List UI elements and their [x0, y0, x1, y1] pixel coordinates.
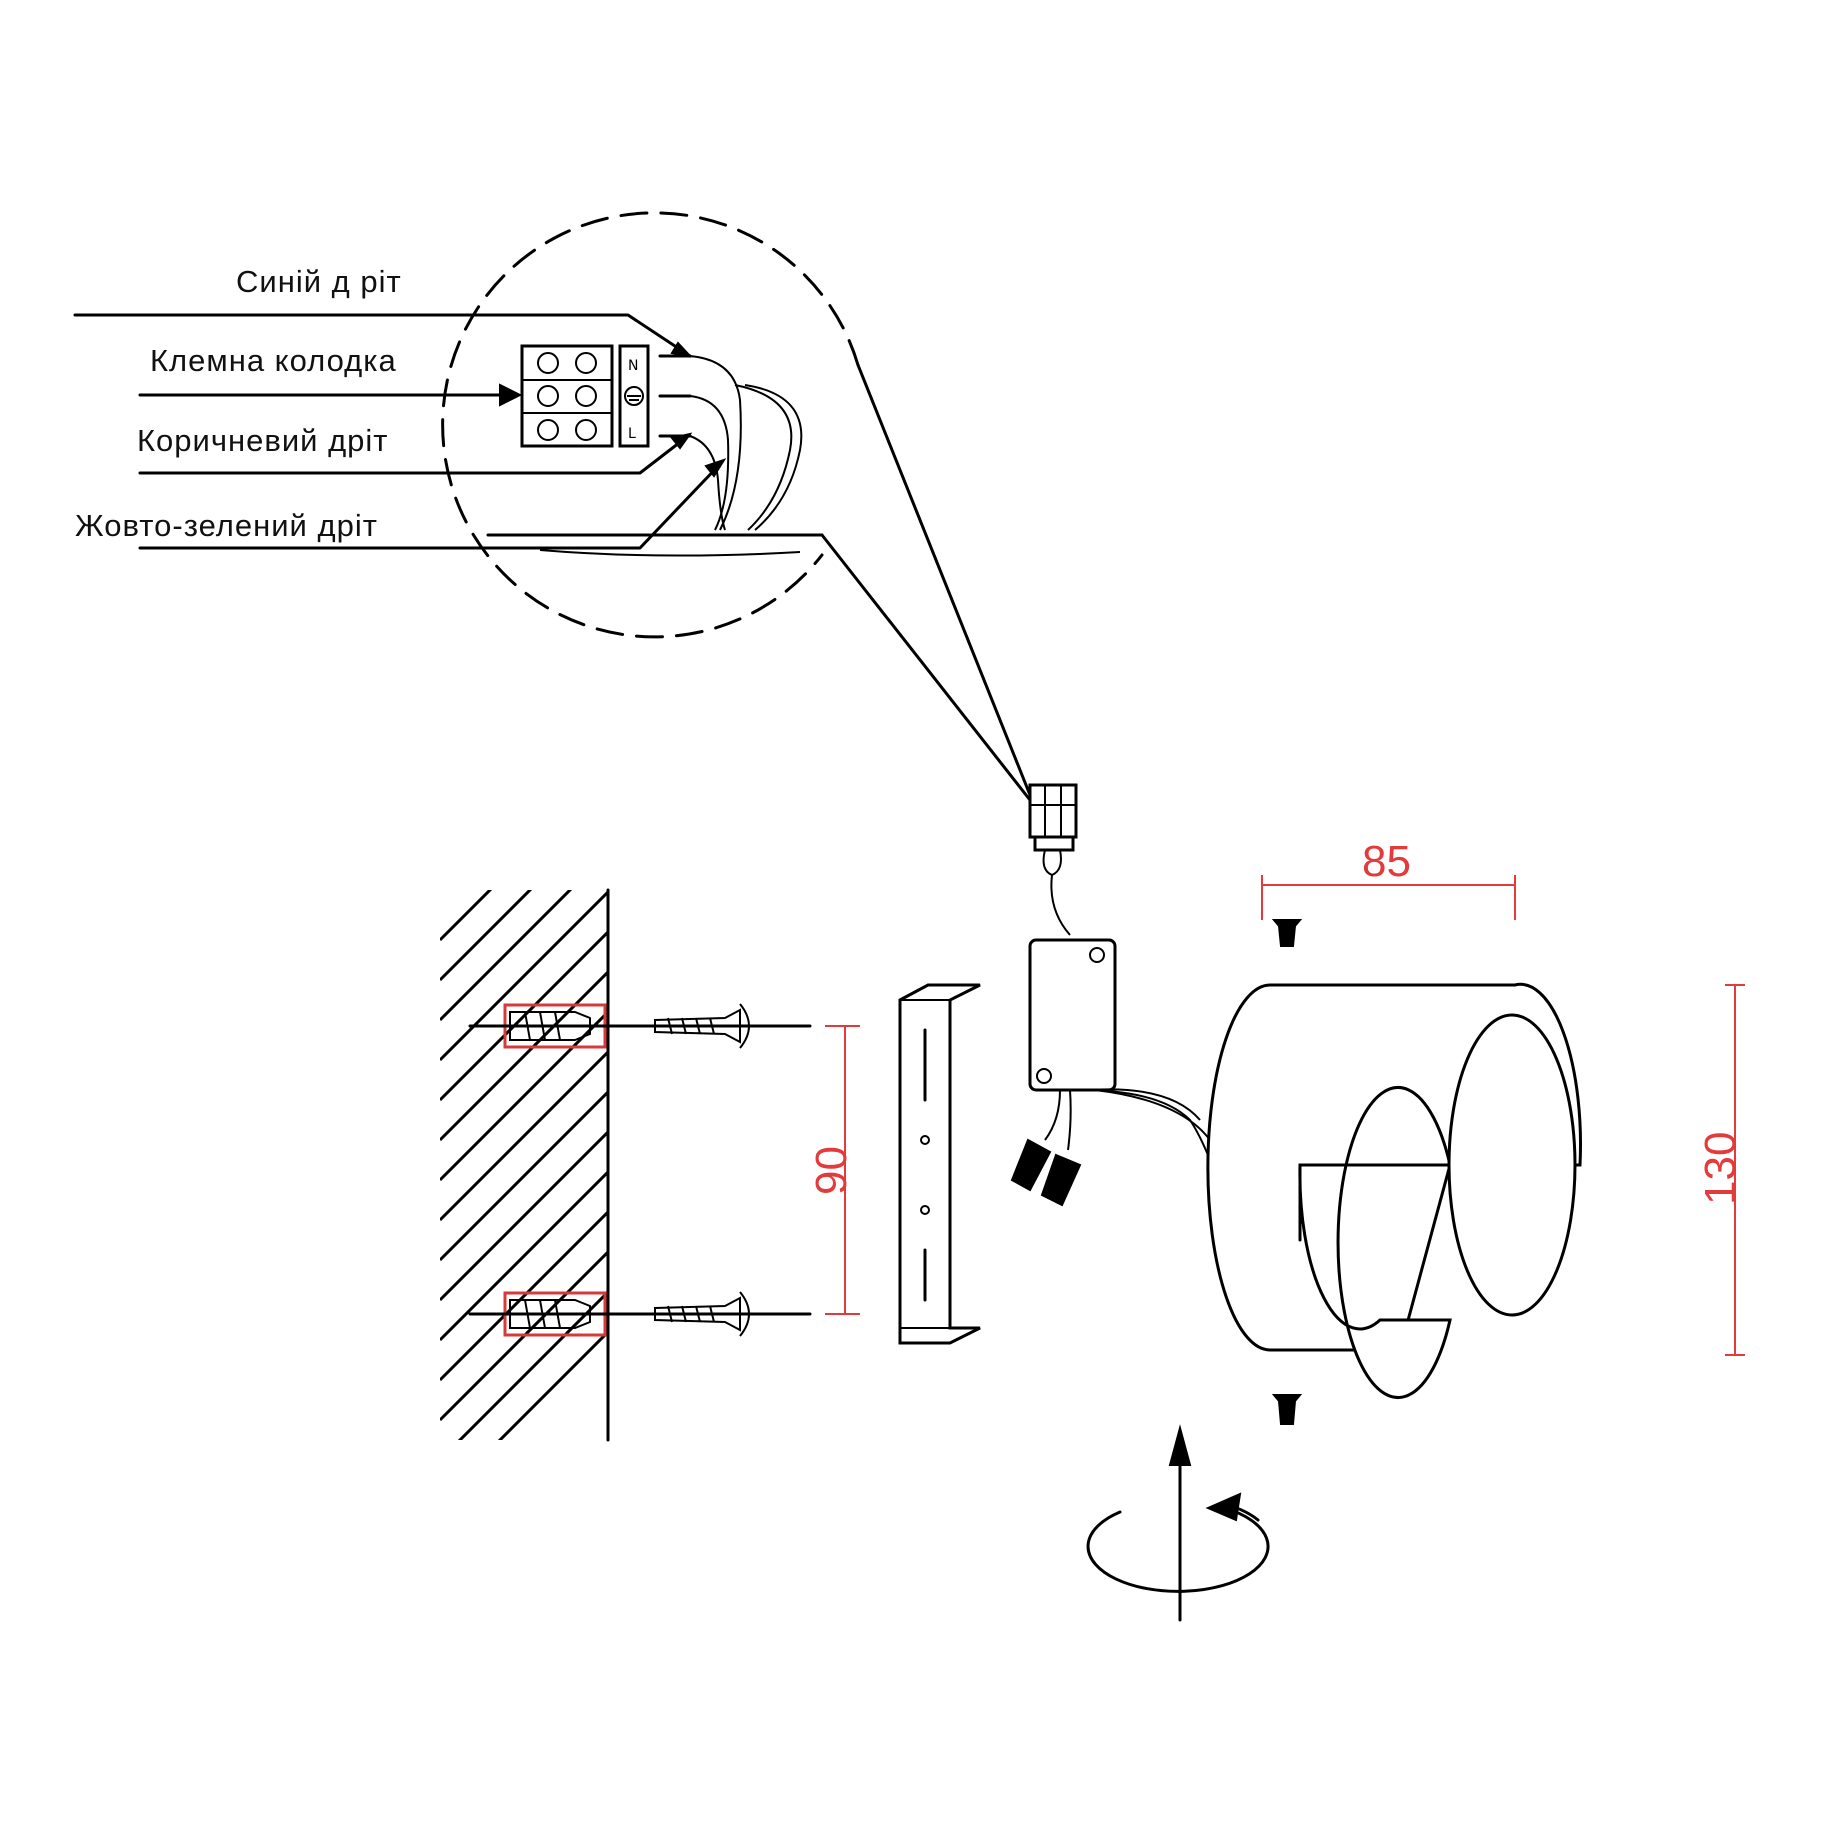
callout-brown-wire-label: Коричневий дріт: [137, 423, 389, 458]
callout-blue-wire: Синій д ріт: [73, 264, 693, 358]
driver-box: [1028, 938, 1211, 1161]
dimension-mount-spacing-label: 90: [807, 1146, 856, 1195]
callout-terminal-block: Клемна колодка: [138, 343, 523, 407]
callout-terminal-block-label: Клемна колодка: [150, 343, 397, 378]
svg-text:N: N: [628, 358, 638, 374]
terminal-block-detail: N L: [520, 344, 692, 448]
wire-connector-left: [1010, 1138, 1052, 1192]
callout-ground-wire-label: Жовто-зелений дріт: [75, 508, 378, 543]
anchor-bottom: [468, 1291, 812, 1337]
detail-leader-top: [856, 363, 1032, 797]
dimension-depth-label: 85: [1362, 837, 1411, 886]
anchor-top: [468, 1003, 812, 1049]
dimension-height-label: 130: [1696, 1132, 1745, 1205]
callout-blue-wire-label: Синій д ріт: [236, 264, 402, 299]
screw-top: [654, 1003, 750, 1049]
rotation-arrow-icon: [1086, 1424, 1270, 1622]
svg-text:L: L: [628, 426, 636, 442]
detail-magnifier: [441, 211, 1032, 802]
ground-symbol-icon: [624, 386, 644, 406]
callout-brown-wire: Коричневий дріт: [137, 423, 693, 475]
dimension-mount-spacing: 90: [807, 1025, 860, 1315]
callout-ground-wire: Жовто-зелений дріт: [75, 458, 727, 550]
screw-icon: [1271, 1394, 1303, 1425]
dimension-depth: 85: [1261, 837, 1516, 920]
detail-leader-bottom: [820, 533, 1032, 802]
dimension-height: 130: [1696, 984, 1745, 1356]
wires-detail: [689, 355, 803, 531]
wall-section: [440, 888, 610, 1442]
screw-bottom: [654, 1291, 750, 1337]
screw-icon: [1271, 919, 1303, 947]
terminal-block-small: [1028, 783, 1078, 936]
mounting-bracket: [898, 983, 981, 1345]
lamp-body: [1206, 982, 1583, 1399]
wire-connector-right: [1040, 1153, 1082, 1207]
